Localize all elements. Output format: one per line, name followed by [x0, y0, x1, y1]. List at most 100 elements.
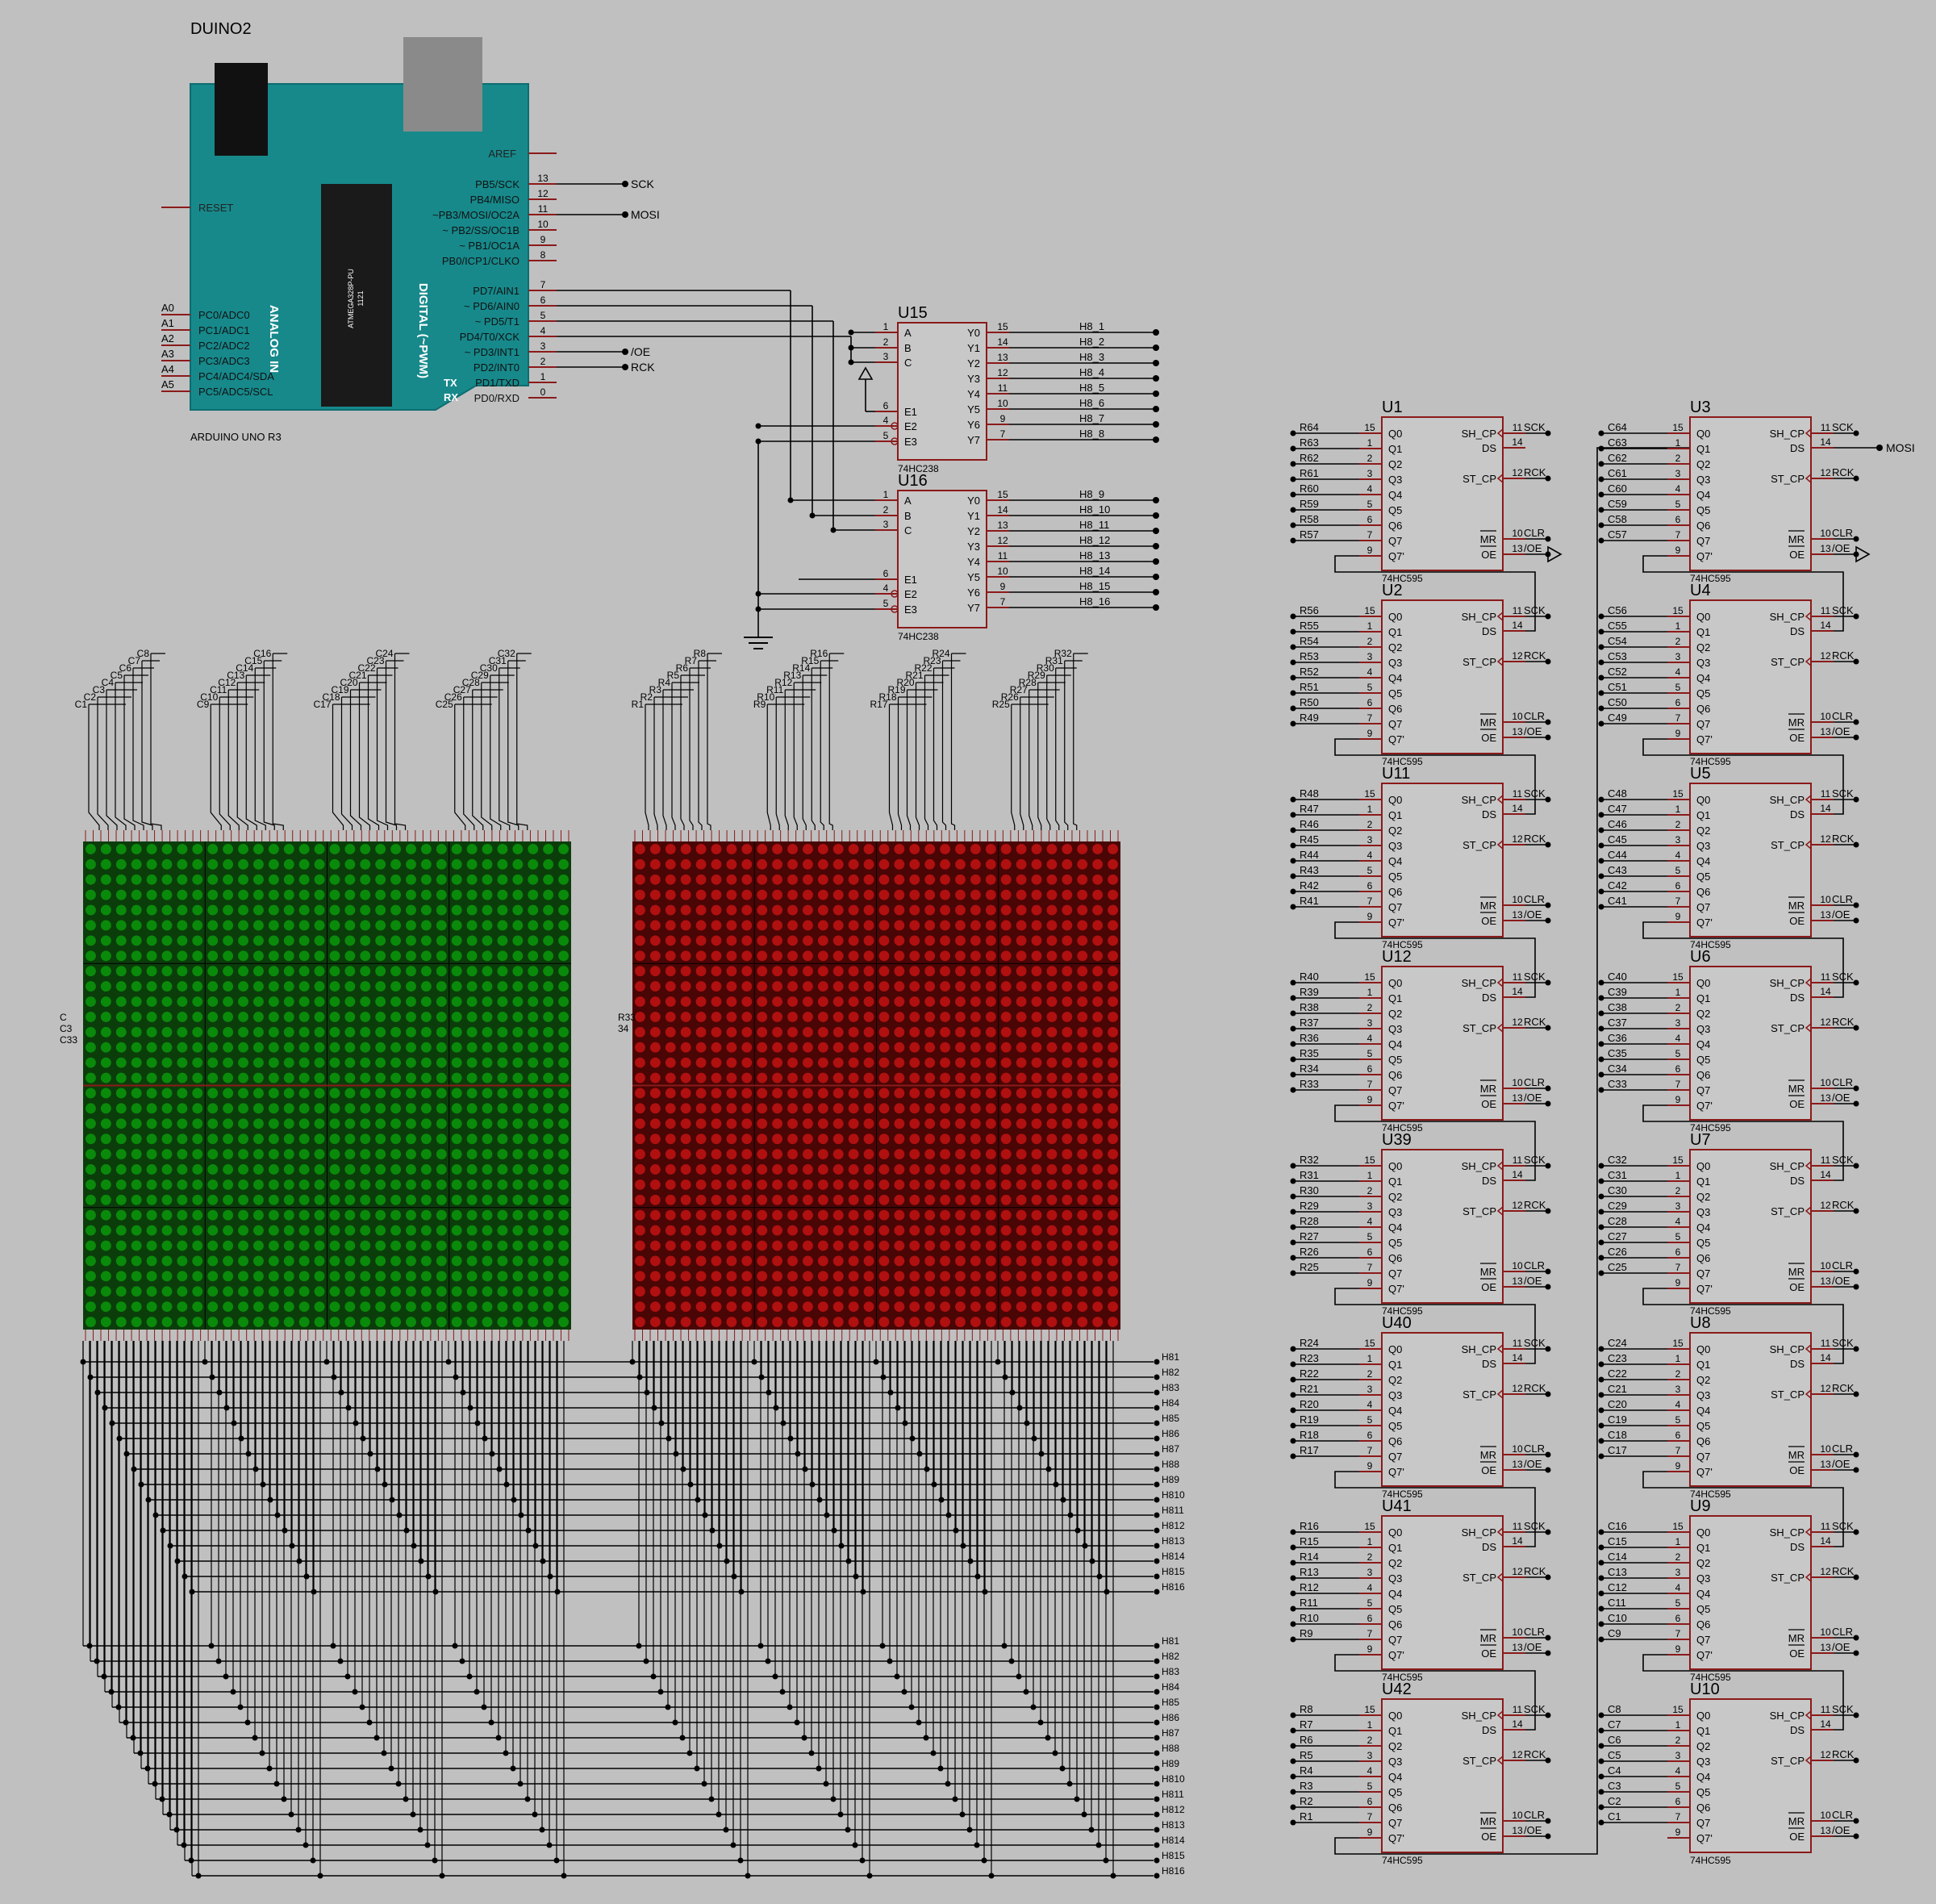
shift-control-name: OE	[1481, 915, 1496, 927]
led-dot	[528, 1103, 539, 1114]
led-dot	[436, 1118, 447, 1129]
led-dot	[711, 844, 722, 854]
column-feed-wire	[784, 690, 789, 830]
shift-register-body[interactable]	[1689, 1515, 1812, 1670]
shift-pin-name: Q2	[1388, 1557, 1402, 1569]
shift-control-net: /OE	[1524, 1824, 1542, 1836]
decoder-pin-number: 3	[883, 519, 889, 530]
led-dot	[649, 966, 661, 977]
shift-output-net: C9	[1608, 1627, 1621, 1639]
led-dot	[940, 1255, 951, 1267]
led-dot	[985, 889, 996, 900]
shift-register-body[interactable]	[1381, 1332, 1504, 1487]
shift-register-body[interactable]	[1381, 1515, 1504, 1670]
led-dot	[192, 1209, 203, 1221]
arduino-uno-board[interactable]: DUINO2 ATMEGA328P-PU 1121 ANALOG IN DIGI…	[161, 20, 557, 443]
shift-register-body[interactable]	[1381, 966, 1504, 1121]
led-dot	[375, 1072, 386, 1084]
led-dot	[451, 1225, 462, 1236]
led-dot	[1108, 950, 1118, 962]
led-dot	[192, 1225, 203, 1236]
led-dot	[298, 1271, 310, 1282]
shift-register-body[interactable]	[1689, 966, 1812, 1121]
led-dot	[1000, 858, 1012, 870]
led-dot	[451, 920, 462, 931]
led-dot	[970, 1271, 981, 1282]
led-dot	[787, 889, 798, 900]
shift-control-number: 10	[1512, 1443, 1523, 1455]
shift-control-name: OE	[1481, 549, 1496, 561]
shift-register-body[interactable]	[1689, 1149, 1812, 1304]
digital-pin-number: 1	[540, 371, 546, 382]
led-dot	[726, 1271, 737, 1282]
shift-control-name: MR	[1788, 900, 1805, 912]
shift-control-net: SCK	[1832, 971, 1854, 983]
led-dot	[283, 1255, 294, 1267]
led-dot	[680, 1240, 691, 1251]
led-dot	[115, 1286, 127, 1297]
decoder-body[interactable]	[897, 490, 987, 628]
led-dot	[1016, 950, 1027, 962]
led-dot	[86, 1317, 96, 1327]
shift-output-net: R19	[1300, 1413, 1319, 1426]
led-dot	[649, 1286, 661, 1297]
led-dot	[268, 1240, 279, 1251]
shift-control-name: ST_CP	[1771, 1205, 1805, 1217]
cascade-wire	[1334, 1471, 1536, 1547]
led-dot	[192, 1301, 203, 1313]
led-dot	[344, 1134, 356, 1145]
decoder-body[interactable]	[897, 322, 987, 461]
shift-register-body[interactable]	[1689, 1332, 1812, 1487]
shift-register-body[interactable]	[1689, 1698, 1812, 1853]
green-led-matrix[interactable]: C1C2C3C4C5C6C7C8C9C10C11C12C13C14C15C16C…	[60, 648, 571, 1341]
row-bus-terminal	[1154, 1573, 1160, 1580]
shift-register-ref: U10	[1690, 1681, 1720, 1698]
led-dot	[940, 935, 951, 946]
shift-register-body[interactable]	[1381, 1698, 1504, 1853]
row-bus-label: H88	[1162, 1459, 1179, 1470]
led-dot	[466, 874, 478, 885]
shift-register-body[interactable]	[1689, 783, 1812, 937]
shift-register-part: 74HC595	[1382, 1489, 1423, 1500]
shift-output-net: C4	[1608, 1764, 1621, 1777]
shift-pin-number: 7	[1675, 1262, 1681, 1273]
red-led-matrix[interactable]: R1R2R3R4R5R6R7R8R9R10R11R12R13R14R15R16R…	[618, 648, 1120, 1341]
led-dot	[848, 935, 859, 946]
shift-pin-name: Q5	[1696, 1237, 1710, 1249]
led-dot	[115, 1149, 127, 1160]
led-dot	[1031, 1042, 1042, 1053]
shift-pin-name: Q2	[1696, 641, 1710, 653]
shift-register-body[interactable]	[1689, 416, 1812, 571]
led-dot	[649, 1271, 661, 1282]
led-dot	[406, 1179, 416, 1190]
shift-register-body[interactable]	[1689, 599, 1812, 754]
led-dot	[985, 935, 996, 946]
shift-output-net: R17	[1300, 1444, 1319, 1456]
led-dot	[146, 966, 157, 977]
led-dot	[283, 904, 294, 916]
shift-pin-name: Q2	[1696, 1740, 1710, 1752]
led-dot	[1031, 858, 1042, 870]
shift-register-body[interactable]	[1381, 416, 1504, 571]
led-dot	[86, 1057, 96, 1068]
led-dot	[252, 1026, 264, 1038]
clock-edge-mark	[1496, 795, 1504, 804]
